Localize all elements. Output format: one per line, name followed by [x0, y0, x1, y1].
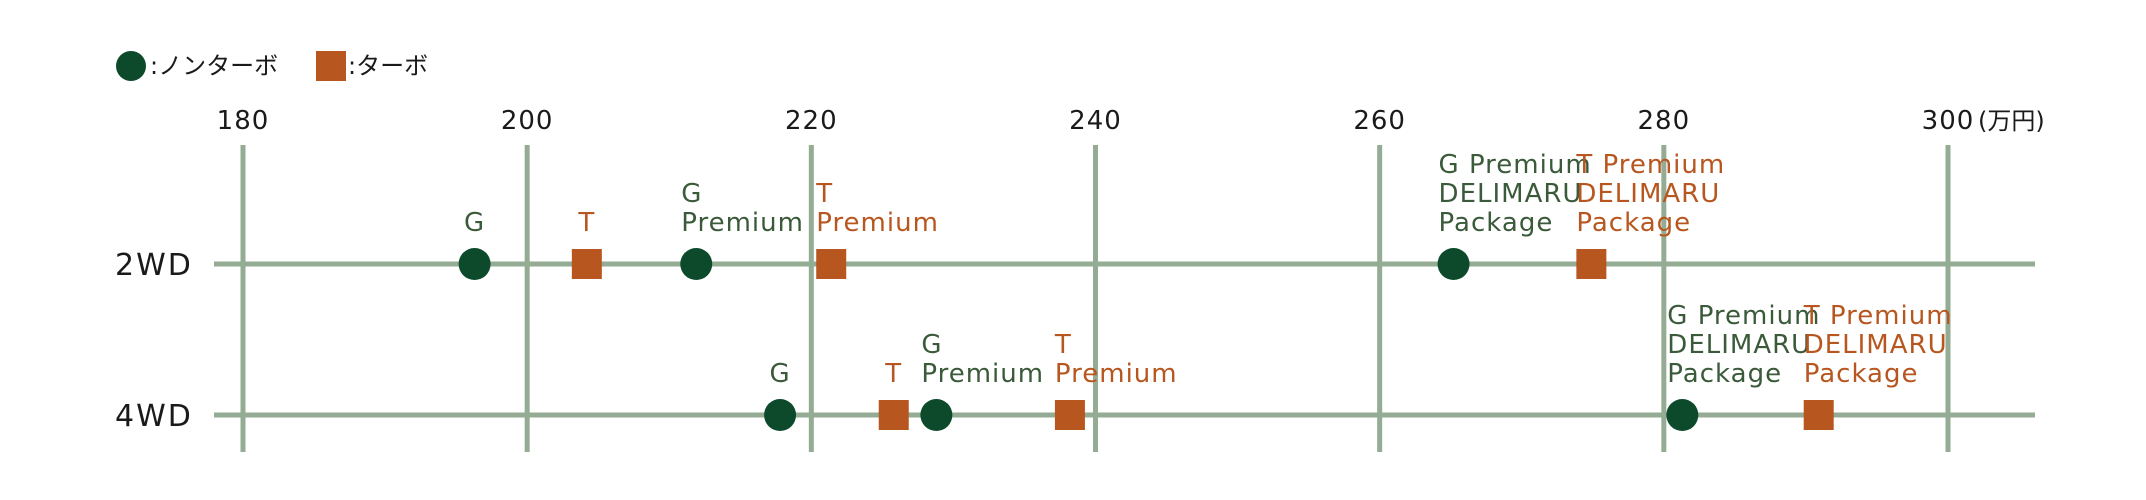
x-tick-label: 280 [1638, 106, 1691, 136]
x-tick-label: 260 [1353, 106, 1406, 136]
turbo-marker [878, 400, 909, 430]
turbo-marker [571, 249, 602, 279]
non-turbo-point-label: G [464, 208, 485, 238]
row-label-2wd: 2WD [115, 248, 193, 283]
legend-turbo-label: :ターボ [348, 52, 428, 80]
turbo-point-label: T [884, 359, 902, 389]
turbo-point-label: T [577, 208, 595, 238]
row-lines [214, 261, 2035, 418]
row-label-4wd: 4WD [115, 399, 193, 434]
turbo-marker [1576, 249, 1607, 279]
turbo-marker [1054, 400, 1085, 430]
x-tick-label: 180 [217, 106, 270, 136]
non-turbo-point-label: G [769, 359, 790, 389]
legend-non-turbo-label: :ノンターボ [150, 52, 278, 80]
data-points [458, 248, 1834, 431]
x-tick-labels: 180 200 220 240 260 280 300(万円) [217, 106, 2045, 136]
non-turbo-marker [920, 399, 953, 431]
x-tick-label: 300 [1922, 106, 1975, 136]
x-tick-label: 200 [501, 106, 554, 136]
legend-turbo-marker [316, 51, 346, 81]
row-labels: 2WD 4WD [115, 248, 193, 434]
legend-non-turbo-marker [116, 51, 146, 81]
x-tick-label: 240 [1069, 106, 1122, 136]
grid [240, 145, 1951, 452]
turbo-marker [816, 249, 847, 279]
non-turbo-marker [458, 248, 491, 280]
x-unit-label: (万円) [1978, 107, 2045, 135]
legend: :ノンターボ :ターボ [116, 51, 428, 81]
x-tick-label: 220 [785, 106, 838, 136]
non-turbo-marker [1666, 399, 1699, 431]
non-turbo-marker [764, 399, 797, 431]
turbo-marker [1803, 400, 1834, 430]
non-turbo-marker [680, 248, 713, 280]
non-turbo-marker [1437, 248, 1470, 280]
